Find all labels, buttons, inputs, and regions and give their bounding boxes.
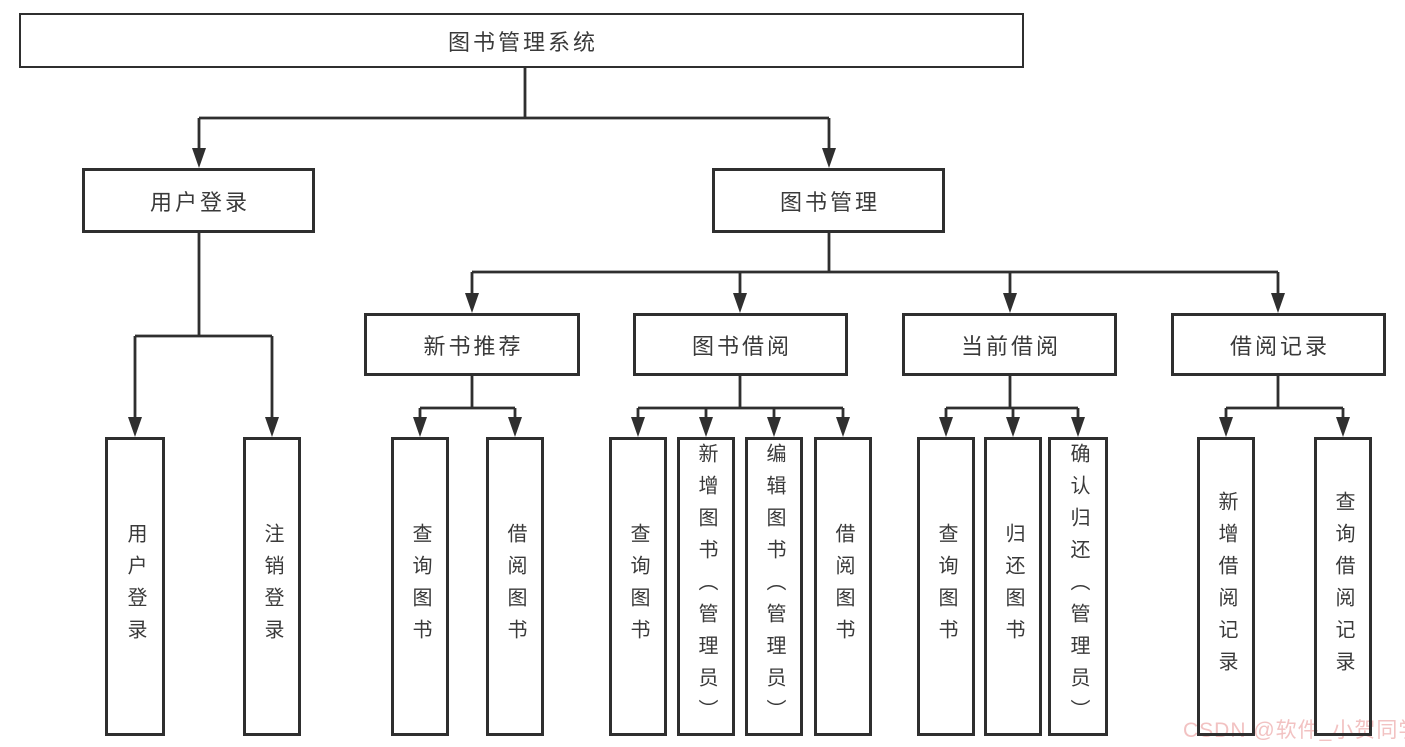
leaf-label: 用户登录: [124, 522, 146, 651]
leaf-label: 编辑图书（管理员）: [763, 442, 785, 731]
connector-new-book-recommend: [418, 376, 517, 421]
leaf-label: 查询图书: [935, 522, 957, 651]
leaf-label: 注销登录: [261, 522, 283, 651]
leaf-return-book: 归还图书: [984, 437, 1042, 736]
leaf-label: 借阅图书: [504, 522, 526, 651]
node-borrow-records: 借阅记录: [1171, 313, 1386, 376]
leaf-label: 新增借阅记录: [1215, 490, 1237, 683]
leaf-label: 新增图书（管理员）: [695, 442, 717, 731]
node-current-borrow: 当前借阅: [902, 313, 1117, 376]
leaf-label: 查询图书: [409, 522, 431, 651]
node-user-login-group: 用户登录: [82, 168, 315, 233]
connector-user-login: [133, 233, 274, 421]
connector-book-management: [470, 233, 1280, 297]
leaf-borrow-books: 借阅图书: [814, 437, 872, 736]
leaf-label: 归还图书: [1002, 522, 1024, 651]
leaf-add-borrow-record: 新增借阅记录: [1197, 437, 1255, 736]
leaf-user-login: 用户登录: [105, 437, 165, 736]
node-book-borrow: 图书借阅: [633, 313, 848, 376]
leaf-label: 查询借阅记录: [1332, 490, 1354, 683]
connector-book-borrow: [636, 376, 845, 421]
connector-borrow-records: [1224, 376, 1345, 421]
node-book-management: 图书管理: [712, 168, 945, 233]
leaf-label: 查询图书: [627, 522, 649, 651]
watermark: CSDN @软件_小贺同学: [1183, 719, 1405, 742]
leaf-borrow-books-recommend: 借阅图书: [486, 437, 544, 736]
leaf-label: 借阅图书: [832, 522, 854, 651]
leaf-edit-book-admin: 编辑图书（管理员）: [745, 437, 803, 736]
leaf-confirm-return-admin: 确认归还（管理员）: [1048, 437, 1108, 736]
node-library-management-system: 图书管理系统: [19, 13, 1024, 68]
leaf-query-borrow-record: 查询借阅记录: [1314, 437, 1372, 736]
connector-root: [197, 68, 831, 152]
leaf-logout: 注销登录: [243, 437, 301, 736]
node-new-book-recommend: 新书推荐: [364, 313, 580, 376]
leaf-query-books-current: 查询图书: [917, 437, 975, 736]
leaf-label: 确认归还（管理员）: [1067, 442, 1089, 731]
leaf-add-book-admin: 新增图书（管理员）: [677, 437, 735, 736]
connector-current-borrow: [944, 376, 1080, 421]
leaf-query-books-borrow: 查询图书: [609, 437, 667, 736]
leaf-query-books-recommend: 查询图书: [391, 437, 449, 736]
